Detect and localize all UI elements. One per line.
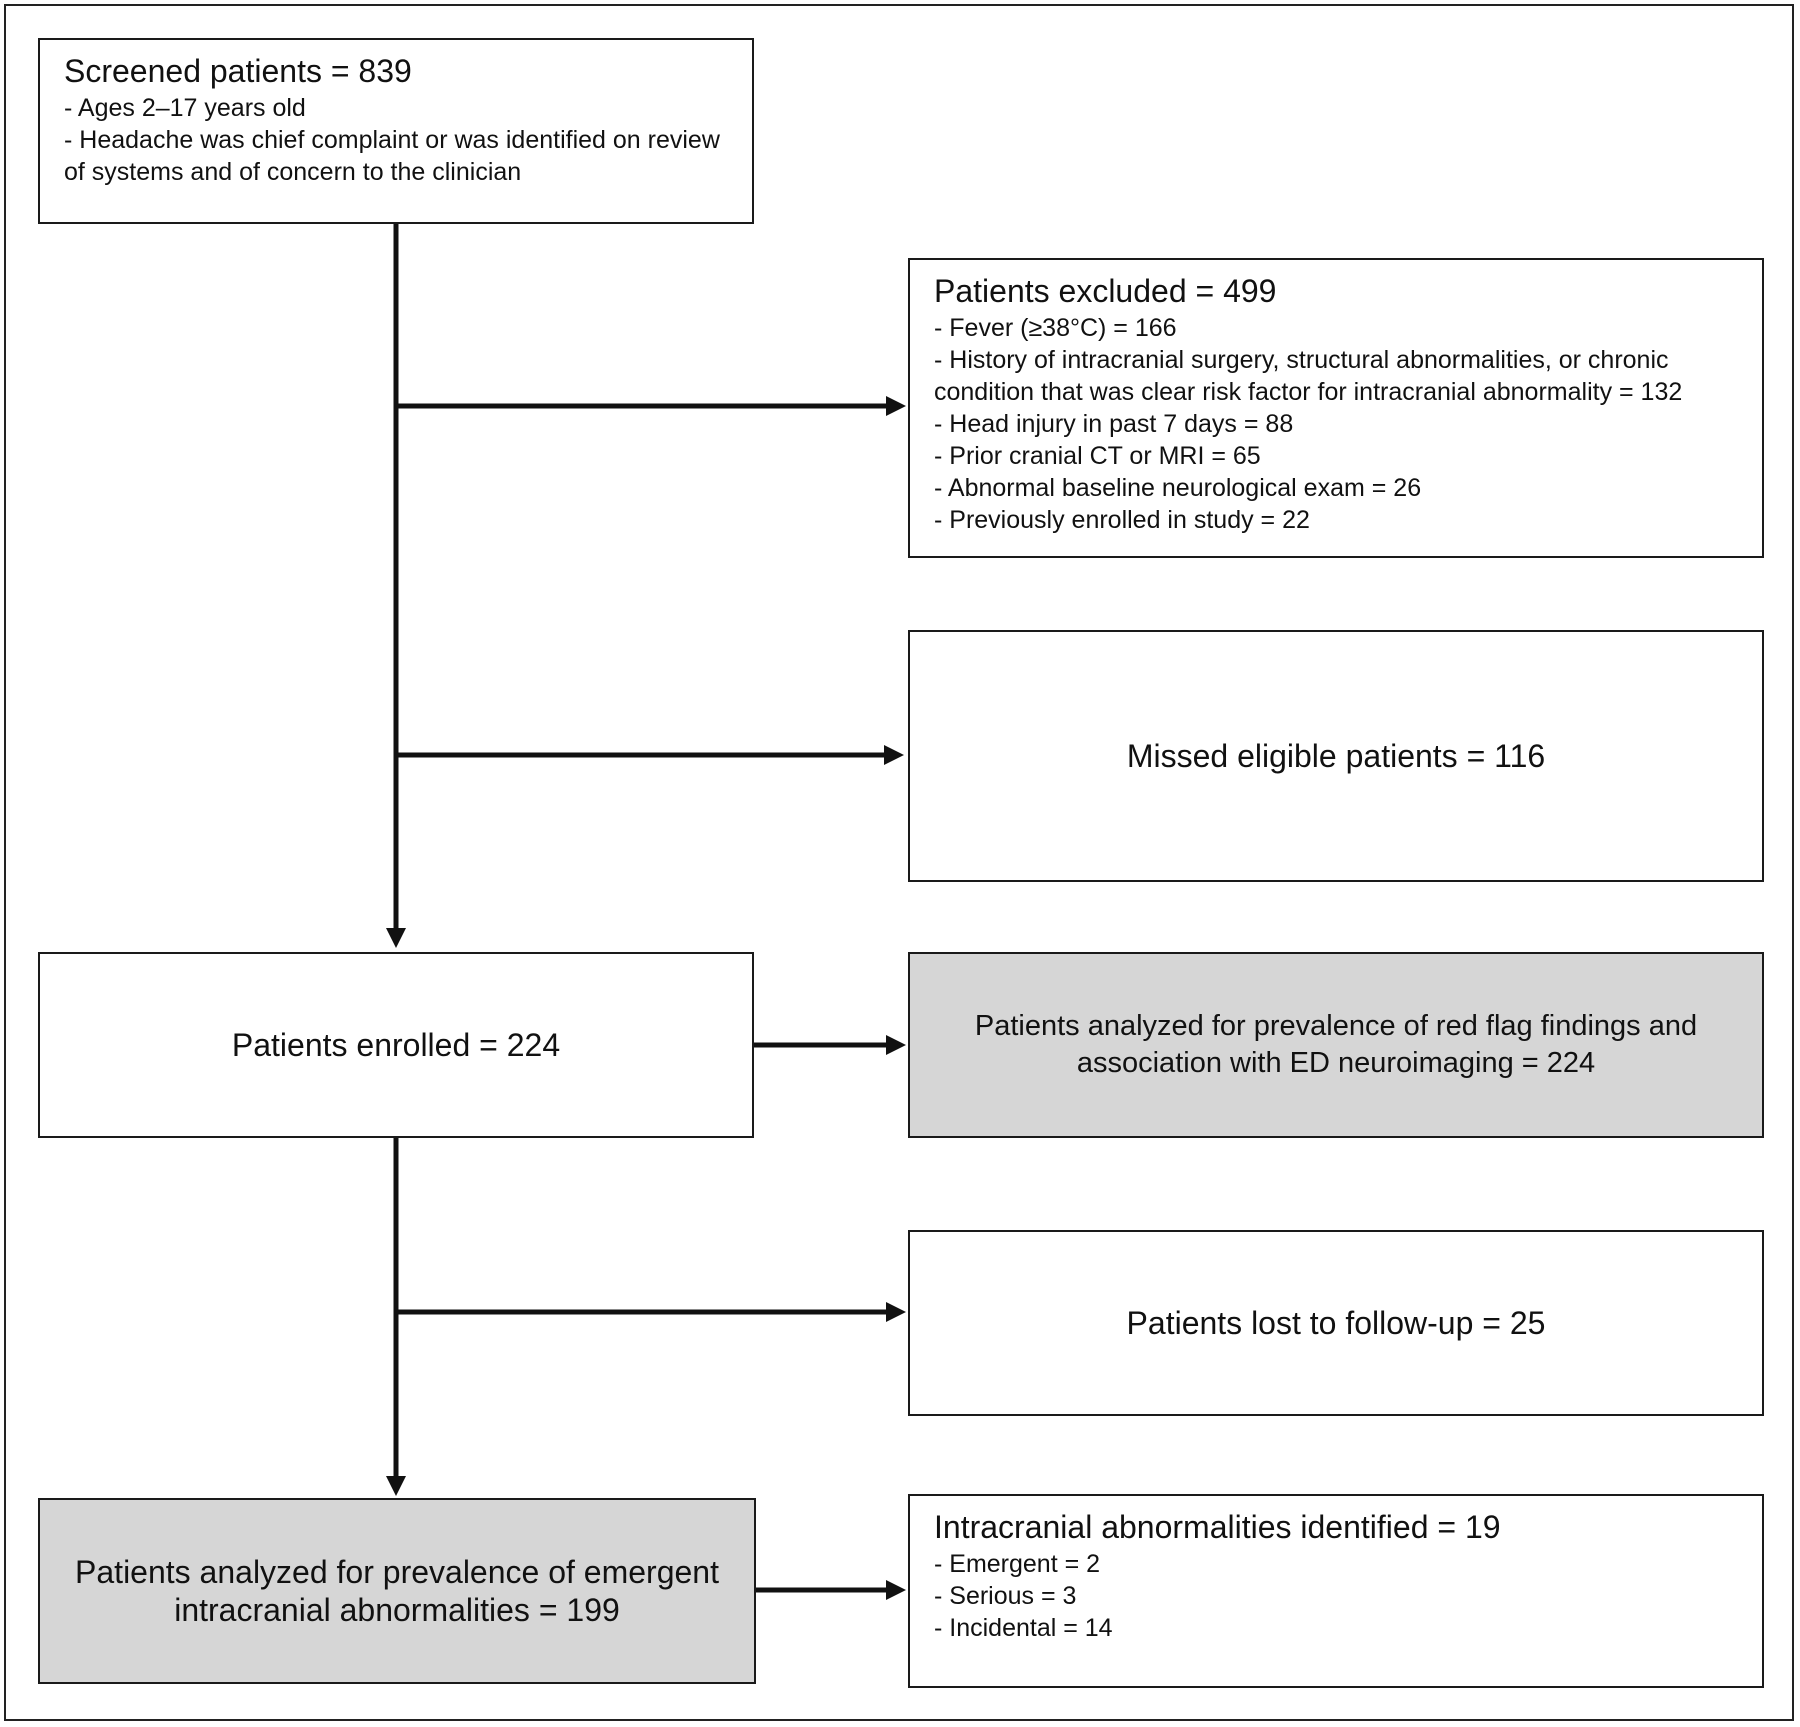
emergent-analysis-text: Patients analyzed for prevalence of emer… — [75, 1554, 719, 1628]
arrowhead-excluded — [886, 396, 906, 416]
excluded-item: - Fever (≥38°C) = 166 — [934, 314, 1177, 342]
screened-item: - Headache was chief complaint or was id… — [64, 126, 720, 186]
abnormalities-title: Intracranial abnormalities identified = … — [934, 1509, 1501, 1545]
excluded-title: Patients excluded = 499 — [934, 273, 1277, 309]
arrowhead-red-flag — [886, 1035, 906, 1055]
excluded-item: - Abnormal baseline neurological exam = … — [934, 474, 1422, 502]
intracranial-abnormalities-box: Intracranial abnormalities identified = … — [908, 1494, 1764, 1688]
arrowhead-to-enrolled — [386, 928, 406, 948]
screened-patients-box: Screened patients = 839 - Ages 2–17 year… — [38, 38, 754, 224]
excluded-item: - Head injury in past 7 days = 88 — [934, 410, 1294, 438]
patients-enrolled-box: Patients enrolled = 224 — [38, 952, 754, 1138]
patients-excluded-box: Patients excluded = 499 - Fever (≥38°C) … — [908, 258, 1764, 558]
abnormalities-items: - Emergent = 2 - Serious = 3 - Incidenta… — [934, 1548, 1738, 1644]
arrowhead-lost — [886, 1302, 906, 1322]
excluded-item: - History of intracranial surgery, struc… — [934, 346, 1683, 406]
abnormalities-item: - Serious = 3 — [934, 1582, 1077, 1610]
excluded-items: - Fever (≥38°C) = 166 - History of intra… — [934, 312, 1738, 536]
lost-text: Patients lost to follow-up = 25 — [1126, 1305, 1546, 1341]
lost-to-followup-box: Patients lost to follow-up = 25 — [908, 1230, 1764, 1416]
red-flag-text: Patients analyzed for prevalence of red … — [974, 1010, 1698, 1079]
excluded-item: - Prior cranial CT or MRI = 65 — [934, 442, 1261, 470]
missed-eligible-box: Missed eligible patients = 116 — [908, 630, 1764, 882]
screened-item: - Ages 2–17 years old — [64, 94, 306, 122]
abnormalities-item: - Emergent = 2 — [934, 1550, 1101, 1578]
excluded-item: - Previously enrolled in study = 22 — [934, 506, 1310, 534]
missed-text: Missed eligible patients = 116 — [1126, 738, 1546, 774]
red-flag-analysis-box: Patients analyzed for prevalence of red … — [908, 952, 1764, 1138]
screened-items: - Ages 2–17 years old - Headache was chi… — [64, 92, 728, 188]
arrowhead-abnormalities — [886, 1580, 906, 1600]
screened-title: Screened patients = 839 — [64, 53, 412, 89]
enrolled-text: Patients enrolled = 224 — [231, 1027, 561, 1063]
diagram-frame — [4, 4, 1794, 1721]
abnormalities-item: - Incidental = 14 — [934, 1614, 1113, 1642]
emergent-analysis-box: Patients analyzed for prevalence of emer… — [38, 1498, 756, 1684]
arrowhead-missed — [884, 745, 904, 765]
arrowhead-to-analyzed — [386, 1476, 406, 1496]
